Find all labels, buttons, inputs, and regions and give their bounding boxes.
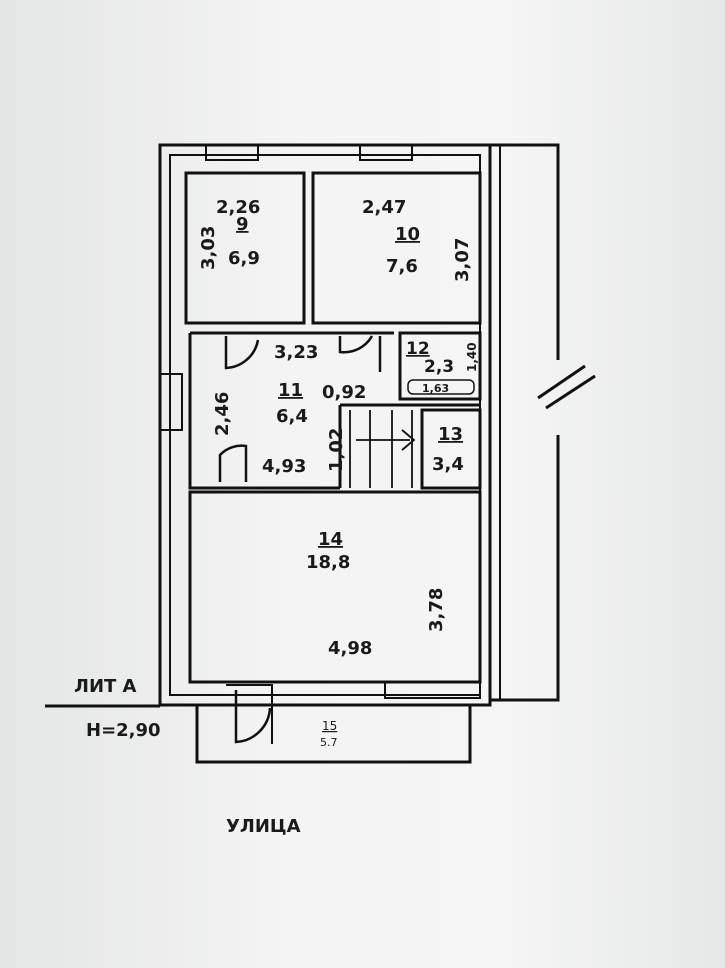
room-11-dim: 4,93: [262, 456, 306, 477]
room-10-area: 7,6: [386, 256, 418, 277]
height-label: Н=2,90: [86, 720, 161, 741]
room-12-dim: 1,40: [465, 342, 479, 372]
bathtub: [407, 379, 475, 395]
room-14-width: 4,98: [328, 638, 372, 659]
room-15-area: 5.7: [320, 736, 338, 749]
room-14-length: 3,78: [426, 588, 447, 632]
room-10: [311, 171, 482, 325]
door-swing: [218, 335, 382, 744]
room-12: [398, 331, 482, 401]
street-label: УЛИЦА: [226, 816, 301, 837]
window: [359, 144, 413, 161]
lit-label: ЛИТ А: [74, 676, 137, 697]
room-13-area: 3,4: [432, 454, 464, 475]
room-11-dim: 3,23: [274, 342, 318, 363]
room-13-number: 13: [438, 424, 463, 445]
annex-wall-lower: [490, 435, 560, 702]
room-13: [420, 408, 482, 490]
room-10-width: 2,47: [362, 197, 406, 218]
room-11-partition: [338, 403, 480, 488]
room-11-number: 11: [278, 380, 303, 401]
room-11-dim: 1,02: [326, 428, 347, 472]
room-10-length: 3,07: [452, 238, 473, 282]
room-11-dim: 2,46: [212, 392, 233, 436]
room-10-number: 10: [395, 224, 420, 245]
room-14-number: 14: [318, 529, 343, 550]
room-11: [188, 331, 394, 490]
room-12-number: 12: [406, 339, 430, 359]
room-14: [188, 490, 482, 684]
window: [159, 373, 183, 431]
room-11-dim: 0,92: [322, 382, 366, 403]
room-14-area: 18,8: [306, 552, 350, 573]
room-12-dim: 1,63: [422, 382, 449, 395]
room-11-area: 6,4: [276, 406, 308, 427]
room-9: [184, 171, 306, 325]
break-mark: [537, 364, 596, 410]
room-12-area: 2,3: [424, 357, 454, 377]
room-9-length: 3,03: [198, 226, 219, 270]
porch-15: [195, 705, 472, 764]
porch-15-entry: [226, 684, 273, 744]
annex-wall: [490, 143, 560, 360]
window: [384, 681, 481, 699]
window: [205, 144, 259, 161]
room-9-width: 2,26: [216, 197, 260, 218]
room-9-area: 6,9: [228, 248, 260, 269]
stairs: [349, 410, 416, 488]
room-9-number: 9: [236, 214, 249, 235]
room-15-number: 15: [322, 719, 337, 733]
